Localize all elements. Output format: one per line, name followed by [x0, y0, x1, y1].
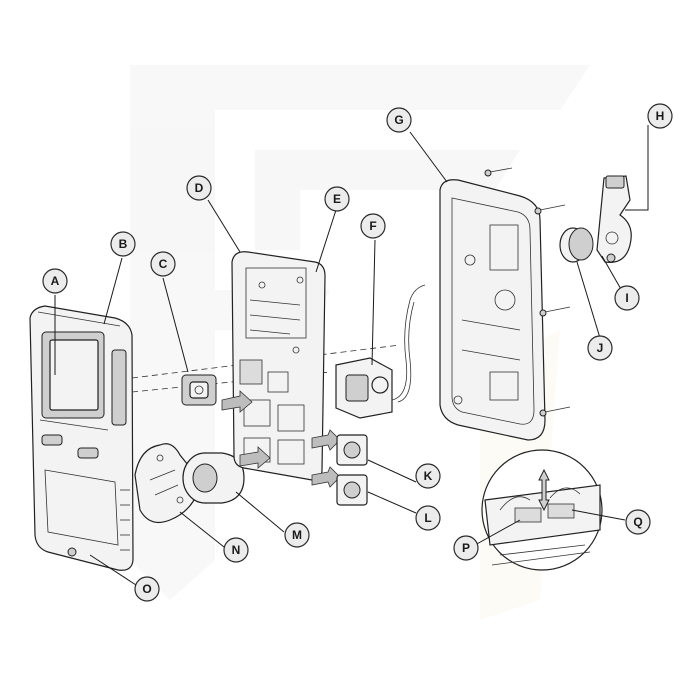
- callout-i: I: [614, 285, 640, 311]
- svg-text:M: M: [292, 528, 302, 542]
- screws: [484, 167, 571, 417]
- callout-l: L: [415, 505, 441, 531]
- leader-lines: [54, 125, 649, 586]
- svg-text:I: I: [625, 291, 628, 305]
- svg-text:D: D: [195, 181, 204, 195]
- small-sensor-part: [181, 374, 217, 406]
- callout-k: K: [415, 463, 441, 489]
- callouts: A B C D E F G H I J K L M N O P Q: [42, 103, 673, 602]
- callout-m: M: [284, 522, 310, 548]
- callout-n: N: [223, 537, 249, 563]
- svg-text:F: F: [369, 219, 376, 233]
- svg-text:B: B: [119, 237, 128, 251]
- filter-disc-part: [559, 227, 594, 263]
- display-screen: [49, 339, 99, 411]
- circuit-board-part: [231, 251, 326, 481]
- svg-text:L: L: [424, 511, 431, 525]
- side-grip: [111, 349, 127, 426]
- callout-h: H: [647, 103, 673, 129]
- svg-text:G: G: [394, 113, 403, 127]
- callout-b: B: [110, 231, 136, 257]
- square-sensor-k-part: [336, 434, 368, 466]
- left-button: [41, 434, 63, 446]
- svg-text:H: H: [656, 109, 665, 123]
- callout-e: E: [324, 186, 350, 212]
- rear-housing-part: [439, 167, 571, 441]
- screw-hole: [67, 547, 77, 557]
- callout-p: P: [453, 535, 479, 561]
- detail-inset: [481, 449, 603, 571]
- right-button: [77, 447, 99, 459]
- svg-text:P: P: [462, 541, 470, 555]
- pump-module-part: [335, 284, 426, 419]
- cylinder-sensor-part: [182, 452, 245, 504]
- svg-text:N: N: [232, 543, 241, 557]
- svg-text:E: E: [333, 192, 341, 206]
- callout-j: J: [587, 335, 613, 361]
- callout-c: C: [150, 251, 176, 277]
- front-housing-part: [29, 305, 134, 571]
- svg-text:K: K: [424, 469, 433, 483]
- svg-text:A: A: [51, 274, 60, 288]
- callout-d: D: [186, 175, 212, 201]
- svg-text:Q: Q: [633, 515, 642, 529]
- callout-a: A: [42, 268, 68, 294]
- callout-g: G: [386, 107, 412, 133]
- callout-q: Q: [625, 509, 651, 535]
- callout-f: F: [360, 213, 386, 239]
- svg-text:O: O: [142, 582, 151, 596]
- clip-part: [596, 175, 632, 263]
- assembly-arrows: [221, 390, 341, 488]
- square-sensor-l-part: [336, 474, 368, 506]
- svg-text:C: C: [159, 257, 168, 271]
- svg-text:J: J: [597, 341, 604, 355]
- callout-o: O: [134, 576, 160, 602]
